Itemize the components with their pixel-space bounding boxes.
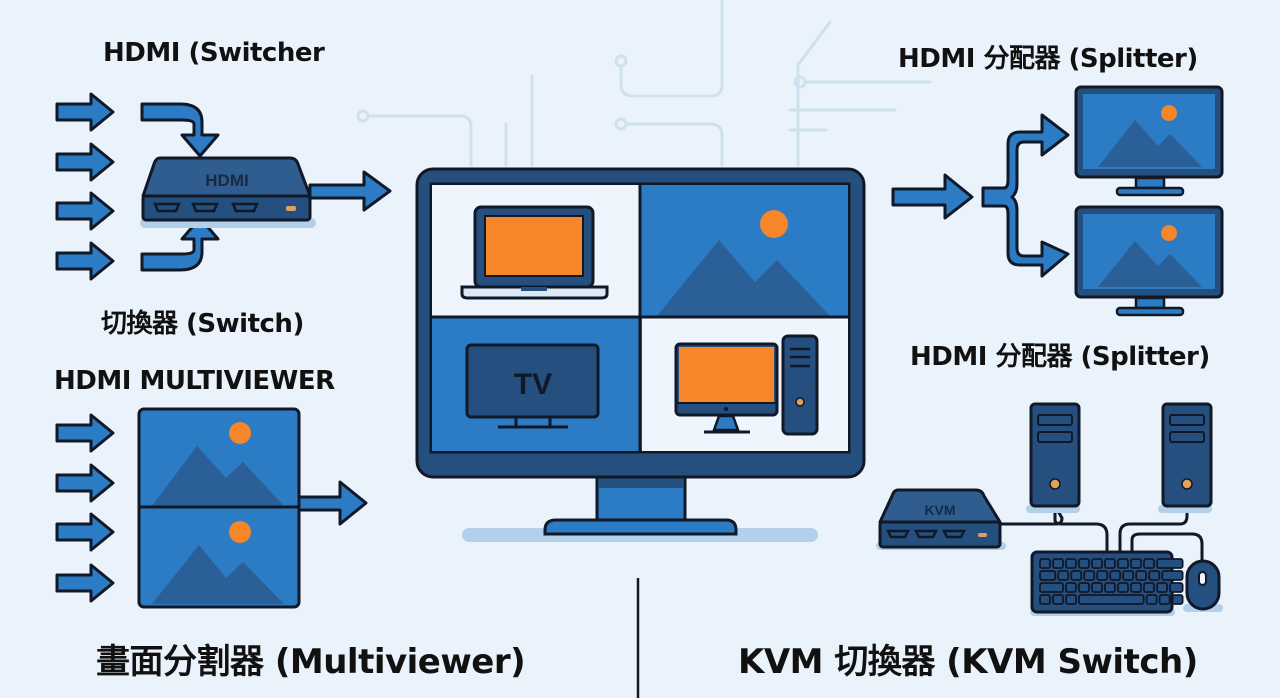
- keyboard-key: [1078, 558, 1090, 569]
- switcher-title: HDMI (Switcher: [103, 38, 325, 68]
- keyboard-key: [1158, 594, 1171, 605]
- keyboard-key: [1039, 582, 1064, 593]
- keyboard-key: [1161, 570, 1184, 581]
- keyboard-key: [1091, 582, 1103, 593]
- quadrant-landscape: [641, 185, 848, 316]
- curved-arrow-down: [140, 102, 220, 158]
- keyboard-key: [1078, 582, 1090, 593]
- sun-icon: [229, 521, 251, 543]
- keyboard-key: [1052, 558, 1064, 569]
- keyboard-key: [1104, 582, 1116, 593]
- keyboard-key: [1117, 558, 1129, 569]
- keyboard-key: [1109, 570, 1122, 581]
- keyboard: [1030, 550, 1184, 616]
- input-arrow: [55, 241, 115, 281]
- switcher-diagram: HDMI: [55, 92, 392, 281]
- switcher-subtitle: 切換器 (Switch): [101, 309, 304, 339]
- keyboard-key: [1070, 570, 1083, 581]
- switcher-input-arrows: [55, 92, 115, 281]
- input-arrow: [55, 463, 115, 503]
- sun-icon: [1161, 105, 1177, 121]
- keyboard-key: [1130, 558, 1142, 569]
- keyboard-key: [1122, 570, 1135, 581]
- sun-icon: [229, 422, 251, 444]
- keyboard-key: [1156, 558, 1184, 569]
- mouse: [1183, 559, 1223, 612]
- input-arrow: [55, 512, 115, 552]
- splitter-diagram: [891, 85, 1224, 317]
- keyboard-key: [1135, 570, 1148, 581]
- input-arrow: [55, 142, 115, 182]
- splitter-monitor-bottom: [1074, 205, 1224, 317]
- keyboard-key: [1143, 582, 1155, 593]
- multiviewer-input-arrows: [55, 413, 115, 603]
- center-monitor: TV: [415, 167, 866, 542]
- keyboard-key: [1148, 570, 1161, 581]
- keyboard-key: [1171, 594, 1184, 605]
- keyboard-key: [1083, 570, 1096, 581]
- quadrant-desktop: [642, 318, 848, 451]
- sun-icon: [760, 210, 788, 238]
- status-led: [286, 206, 296, 211]
- splitter-title-top: HDMI 分配器 (Splitter): [898, 44, 1198, 74]
- keyboard-key: [1145, 594, 1158, 605]
- keyboard-key: [1065, 558, 1077, 569]
- keyboard-key: [1117, 582, 1129, 593]
- kvm-device-label: KVM: [924, 502, 955, 518]
- input-arrow: [55, 413, 115, 453]
- keyboard-key: [1039, 594, 1051, 605]
- kvm-computer-1: [1026, 402, 1081, 513]
- multiviewer-device: [137, 407, 301, 609]
- kvm-diagram: KVM: [876, 402, 1223, 616]
- keyboard-key: [1169, 582, 1184, 593]
- switcher-device-label: HDMI: [205, 171, 248, 190]
- splitter-monitor-top: [1074, 85, 1224, 197]
- keyboard-key: [1052, 594, 1064, 605]
- keyboard-key: [1156, 582, 1168, 593]
- keyboard-key: [1065, 594, 1077, 605]
- status-led: [978, 533, 987, 537]
- pc-tower: [781, 334, 819, 436]
- input-arrow: [55, 563, 115, 603]
- keyboard-key: [1039, 570, 1057, 581]
- switcher-output-arrow: [308, 170, 392, 212]
- keyboard-key: [1104, 558, 1116, 569]
- keyboard-key: [1057, 570, 1070, 581]
- quadrant-laptop: [432, 185, 640, 316]
- kvm-subtitle: KVM 切換器 (KVM Switch): [738, 642, 1198, 682]
- curved-arrow-up: [140, 216, 220, 272]
- keyboard-key: [1143, 558, 1155, 569]
- hdmi-switcher-device: HDMI: [141, 156, 312, 222]
- keyboard-key: [1039, 558, 1051, 569]
- sun-icon: [1161, 225, 1177, 241]
- keyboard-key: [1065, 582, 1077, 593]
- tv-label: TV: [514, 368, 552, 401]
- circuit-background: [356, 0, 932, 167]
- input-arrow: [55, 92, 115, 132]
- multiviewer-subtitle: 畫面分割器 (Multiviewer): [96, 642, 526, 682]
- keyboard-key: [1078, 594, 1145, 605]
- multiviewer-title: HDMI MULTIVIEWER: [54, 366, 335, 396]
- kvm-switch-device: KVM: [876, 488, 1006, 550]
- keyboard-key: [1096, 570, 1109, 581]
- splitter-branch-arrows: [981, 113, 1070, 278]
- multiviewer-diagram: [55, 407, 368, 609]
- quadrant-tv: TV: [432, 318, 640, 451]
- splitter-title-bottom: HDMI 分配器 (Splitter): [910, 342, 1210, 372]
- input-arrow: [55, 191, 115, 231]
- kvm-computer-2: [1158, 402, 1213, 513]
- multiviewer-output-arrow: [297, 480, 368, 526]
- keyboard-key: [1091, 558, 1103, 569]
- splitter-input-arrow: [891, 173, 974, 220]
- keyboard-key: [1130, 582, 1142, 593]
